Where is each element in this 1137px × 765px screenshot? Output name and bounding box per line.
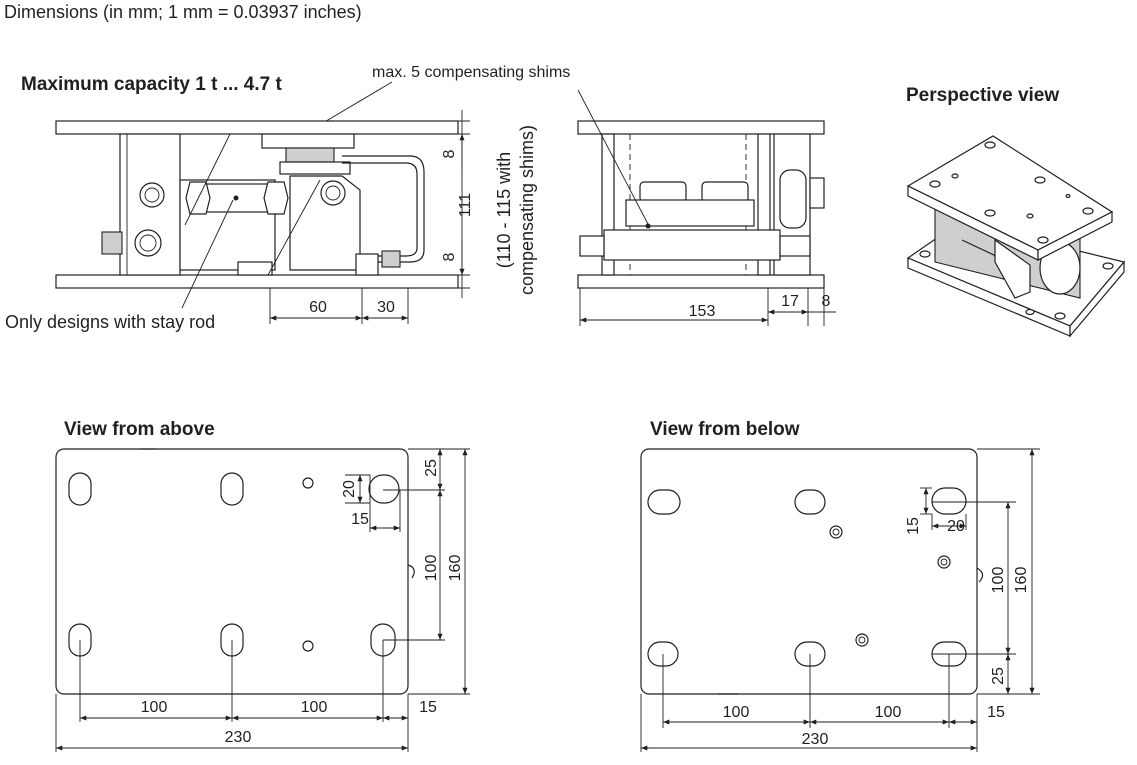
shims-note: max. 5 compensating shims: [372, 64, 570, 81]
dimensions-note: Dimensions (in mm; 1 mm = 0.03937 inches…: [4, 2, 362, 22]
dim-offset-30: 30: [377, 299, 395, 316]
dim-17: 17: [781, 293, 799, 310]
pendulum-roller: [779, 169, 807, 229]
top-plate: [55, 120, 459, 135]
side-view-title: Maximum capacity 1 t ... 4.7 t: [21, 74, 282, 95]
dim-8: 8: [822, 293, 831, 310]
slot-hole: [220, 472, 244, 506]
pin-hole: [855, 633, 869, 647]
stay-rod-note: Only designs with stay rod: [5, 312, 215, 332]
dim-below-20-slot: 20: [947, 518, 965, 535]
pin-hole: [937, 555, 951, 569]
dim-above-15: 15: [419, 699, 437, 716]
front-stay-rod: [603, 229, 781, 261]
dim-below-230: 230: [802, 731, 829, 748]
dim-below-100a: 100: [723, 704, 750, 721]
bottom-plate: [55, 274, 459, 289]
side-view: Maximum capacity 1 t ... 4.7 t max. 5 co…: [5, 64, 570, 332]
dim-width-153: 153: [689, 303, 716, 320]
bolt-hole: [139, 182, 165, 208]
slot-hole: [647, 489, 681, 515]
below-plate: [640, 448, 978, 695]
slot-hole: [931, 487, 967, 515]
dim-above-25: 25: [423, 459, 440, 477]
dim-above-100v: 100: [423, 555, 440, 582]
view-above-title: View from above: [64, 419, 215, 440]
dim-above-160: 160: [447, 555, 464, 582]
dim-above-20: 20: [341, 480, 358, 498]
front-view: 153 17 8: [577, 89, 836, 326]
dim-below-100v: 100: [990, 567, 1007, 594]
dim-below-100b: 100: [875, 704, 902, 721]
dim-height: 111: [457, 193, 474, 217]
dim-below-15: 15: [987, 704, 1005, 721]
pin-hole: [302, 477, 314, 489]
front-shims-leader: [577, 89, 651, 229]
pin-hole: [302, 640, 314, 652]
dim-above-100a: 100: [141, 699, 168, 716]
hex-nut: [639, 181, 687, 203]
dim-bottom-gap: 8: [441, 252, 458, 261]
view-from-above: View from above 100: [55, 419, 470, 752]
dim-below-160: 160: [1013, 567, 1030, 594]
dim-above-15-slot: 15: [351, 511, 369, 528]
front-top-plate: [577, 120, 825, 135]
stay-rod-leader: [181, 199, 234, 309]
hex-nut: [701, 181, 749, 203]
perspective-title: Perspective view: [906, 85, 1059, 106]
rocker-pin-head: [261, 133, 355, 149]
dim-top-gap: 8: [441, 149, 458, 158]
bolt-hole: [320, 180, 346, 206]
dim-height-range-2: compensating shims): [517, 125, 537, 295]
view-below-title: View from below: [650, 419, 800, 440]
dim-above-230: 230: [225, 729, 252, 746]
load-cell-head: [625, 199, 755, 227]
slot-hole: [68, 472, 92, 506]
dim-height-range: (110 - 115 with: [494, 152, 514, 268]
slot-hole: [368, 474, 400, 504]
slot-hole: [794, 489, 826, 515]
pin-hole: [829, 525, 843, 539]
perspective-view: Perspective view: [906, 85, 1126, 338]
bolt-hole: [134, 229, 162, 257]
dim-below-25: 25: [990, 667, 1007, 685]
ground-strap: [342, 155, 425, 263]
dim-offset-60: 60: [309, 299, 327, 316]
view-from-below: View from below: [640, 419, 1040, 752]
dim-below-15-slot: 15: [905, 517, 922, 535]
dim-above-100b: 100: [301, 699, 328, 716]
front-bottom-plate: [577, 274, 825, 289]
